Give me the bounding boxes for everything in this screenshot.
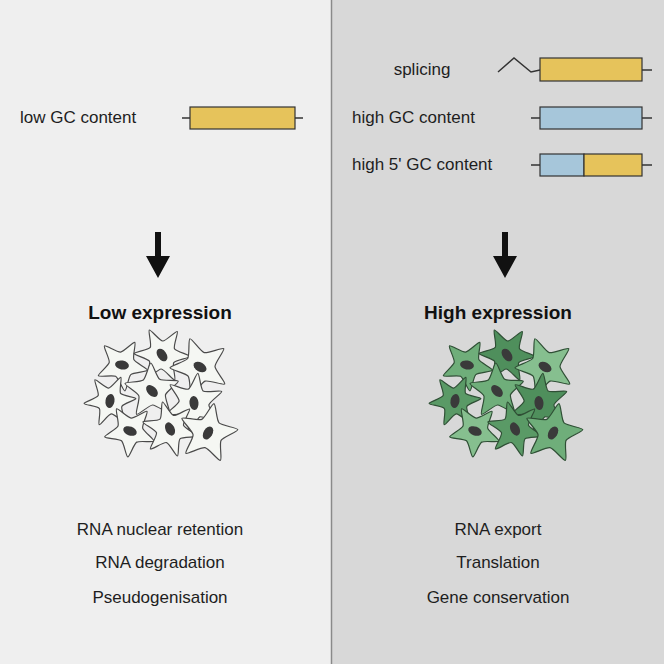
cell (182, 404, 238, 461)
cell-body (125, 363, 178, 414)
label-text: Gene conservation (427, 588, 570, 608)
label-text: Pseudogenisation (92, 588, 227, 608)
label-text: low GC content (20, 108, 136, 128)
nucleus (154, 347, 169, 364)
nucleus (201, 425, 216, 442)
right-ground (331, 0, 664, 664)
cell-body (527, 404, 583, 461)
panel: splicing high GC content high 5' GC conten… (332, 0, 664, 664)
gene-bar (540, 58, 642, 81)
cell-cluster (429, 330, 583, 460)
nucleus (489, 383, 505, 399)
nucleus (467, 424, 483, 437)
cell-cluster (84, 330, 238, 460)
nucleus (537, 360, 554, 375)
nucleus (122, 424, 138, 437)
label-text: RNA nuclear retention (77, 520, 243, 540)
nucleus (189, 396, 199, 411)
gene-line (642, 69, 652, 71)
nucleus (534, 396, 544, 411)
gene-bar (584, 154, 642, 176)
gene-bar (540, 107, 642, 129)
label-text: high GC content (352, 108, 475, 128)
cell (527, 404, 583, 461)
nucleus (114, 359, 129, 370)
intron-line (498, 58, 540, 72)
nucleus (459, 359, 474, 370)
nucleus (508, 421, 522, 437)
cell (470, 363, 523, 414)
label-text: high 5' GC content (352, 155, 492, 175)
cell (125, 363, 178, 414)
left-ground (0, 0, 331, 664)
outcome-heading: High expression (424, 302, 572, 325)
label-text: RNA export (455, 520, 542, 540)
nucleus (192, 360, 209, 375)
nucleus (546, 425, 561, 442)
cell-body (450, 409, 499, 457)
gene-bar (540, 154, 584, 176)
nucleus (104, 393, 115, 408)
label-text: splicing (394, 60, 451, 80)
label-text: Translation (456, 553, 539, 573)
gene-bar (190, 107, 295, 129)
outcome-heading: Low expression (88, 302, 232, 325)
label-text: RNA degradation (95, 553, 224, 573)
cell (450, 409, 499, 457)
nucleus (144, 383, 160, 399)
nucleus (163, 421, 177, 437)
divider (331, 0, 333, 664)
down-arrow (493, 232, 517, 278)
nucleus (449, 393, 460, 408)
down-arrow (146, 232, 170, 278)
cell-body (182, 404, 238, 461)
cell (105, 409, 154, 457)
panel: low GC contentLow expressionRNA nuclear … (0, 0, 331, 664)
cell-body (470, 363, 523, 414)
cell-body (105, 409, 154, 457)
nucleus (499, 347, 514, 364)
